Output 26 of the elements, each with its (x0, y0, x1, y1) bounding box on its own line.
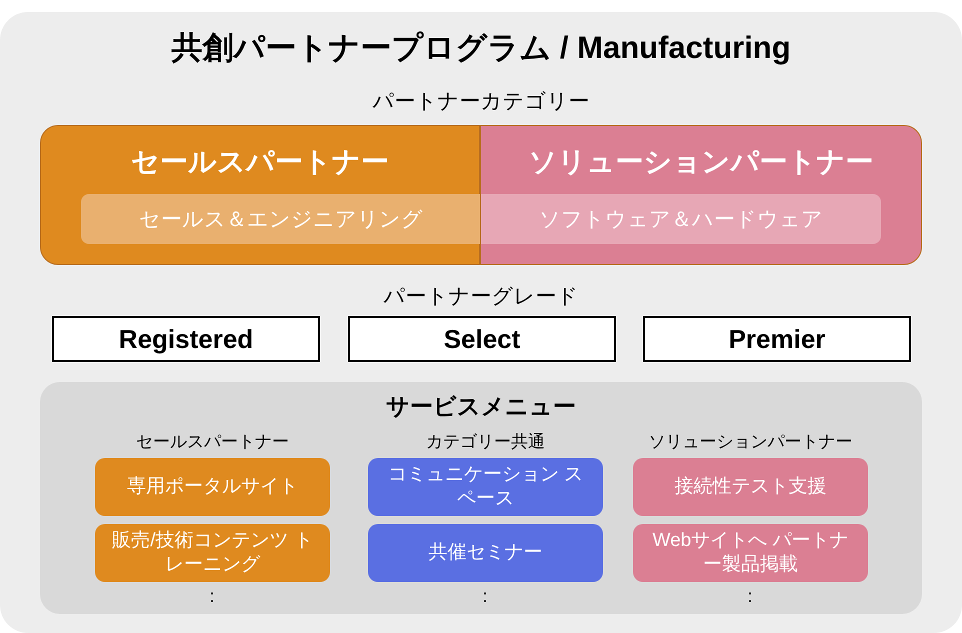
category-heading: ソリューションパートナー (528, 145, 874, 179)
service-item: 共催セミナー (368, 524, 603, 582)
service-item: 販売/技術コンテンツ トレーニング (95, 524, 330, 582)
column-heading: カテゴリー共通 (425, 430, 546, 452)
category-band: ソフトウェア＆ハードウェア (481, 194, 881, 244)
section-heading: パートナーグレード (382, 284, 580, 310)
panel-heading: サービスメニュー (385, 392, 577, 420)
ellipsis-mark: : (481, 584, 488, 608)
service-item: 専用ポータルサイト (95, 458, 330, 516)
service-item: Webサイトへ パートナー製品掲載 (633, 524, 868, 582)
column-heading: セールスパートナー (135, 430, 290, 452)
service-item: 接続性テスト支援 (633, 458, 868, 516)
section-heading: パートナーカテゴリー (372, 89, 590, 115)
column-heading: ソリューションパートナー (648, 430, 854, 452)
category-heading: セールスパートナー (130, 145, 390, 179)
ellipsis-mark: : (208, 584, 216, 608)
grade-box: Premier (643, 316, 911, 362)
title: 共創パートナープログラム / Manufacturing (170, 29, 792, 67)
ellipsis-mark: : (746, 584, 754, 608)
service-item: コミュニケーション スペース (368, 458, 603, 516)
grade-box: Registered (52, 316, 320, 362)
category-box (480, 125, 922, 265)
service-panel (40, 382, 922, 614)
grade-box: Select (348, 316, 616, 362)
category-band: セールス＆エンジニアリング (81, 194, 481, 244)
category-box (40, 125, 480, 265)
